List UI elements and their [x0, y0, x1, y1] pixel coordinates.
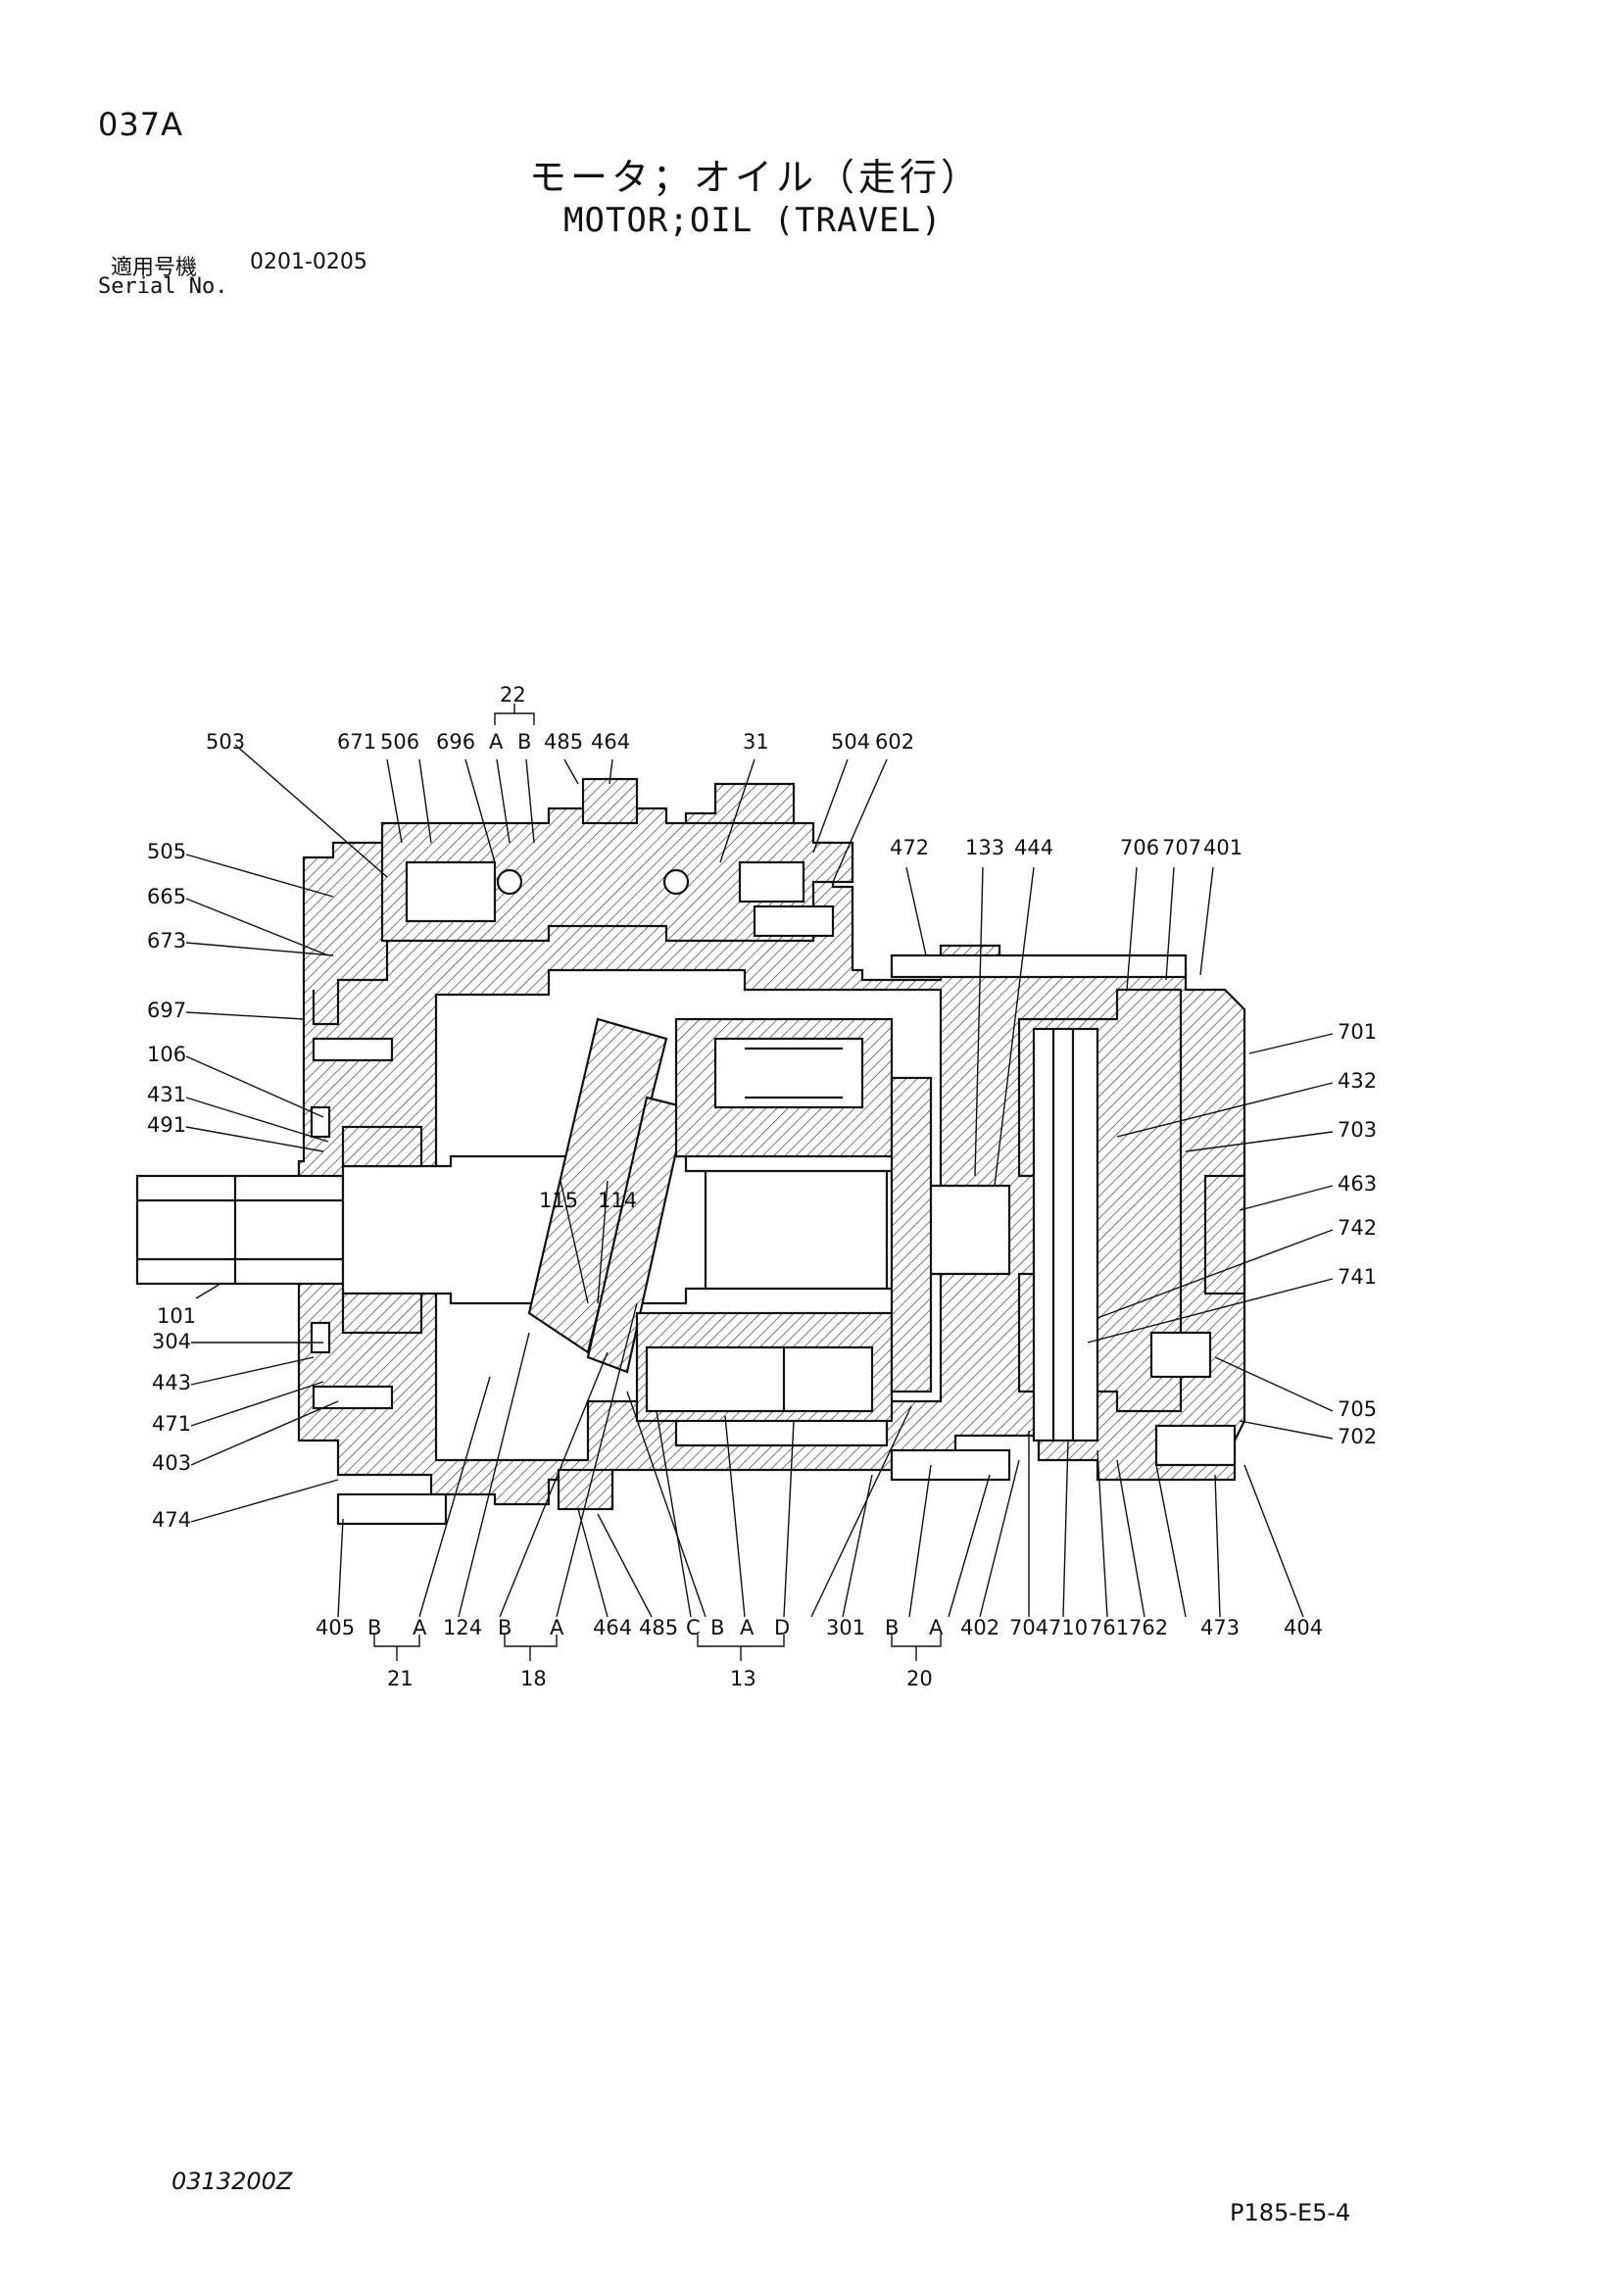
- output-shaft: [135, 1174, 345, 1286]
- piston-lower: [645, 1345, 874, 1413]
- callout-485-bottom: 485: [639, 1616, 678, 1639]
- callout-703: 703: [1338, 1118, 1377, 1142]
- bolt-left-upper: [312, 1037, 394, 1062]
- callout-401: 401: [1203, 836, 1243, 859]
- callout-304: 304: [152, 1330, 191, 1353]
- callout-697: 697: [147, 999, 186, 1022]
- valve-plate: [890, 1076, 933, 1393]
- callout-402: 402: [960, 1616, 999, 1639]
- callout-13-b: B: [710, 1616, 724, 1639]
- callout-463: 463: [1338, 1172, 1377, 1196]
- callout-701: 701: [1338, 1020, 1377, 1044]
- callout-405: 405: [316, 1616, 355, 1639]
- bolt-bottom-left: [336, 1492, 448, 1526]
- callout-464-bottom: 464: [593, 1616, 632, 1639]
- callout-20-b: B: [885, 1616, 899, 1639]
- callout-13-c: C: [686, 1616, 701, 1639]
- leader-lines: [185, 704, 1334, 1661]
- title-japanese: モータ；オイル（走行）: [529, 156, 983, 199]
- callout-602: 602: [875, 730, 914, 754]
- group-21: 21: [387, 1667, 414, 1690]
- relief-valve-right: [738, 860, 805, 904]
- group-18: 18: [520, 1667, 547, 1690]
- figure-code: P185-E5-4: [1230, 2199, 1351, 2226]
- callout-696: 696: [436, 730, 475, 754]
- callout-21-b: B: [367, 1616, 381, 1639]
- bolt-left-lower: [312, 1385, 394, 1410]
- callout-707: 707: [1162, 836, 1201, 859]
- callout-labels: 503 671 506 696 22 A B 485 464 31 504 60…: [147, 683, 1377, 1690]
- motor-drawing: [135, 777, 1246, 1526]
- callout-106: 106: [147, 1043, 186, 1066]
- callout-403: 403: [152, 1451, 191, 1475]
- callout-301: 301: [826, 1616, 865, 1639]
- callout-18-a: A: [550, 1616, 564, 1639]
- callout-705: 705: [1338, 1397, 1377, 1421]
- callout-114: 114: [598, 1189, 637, 1212]
- callout-21-a: A: [413, 1616, 427, 1639]
- serial-range: 0201-0205: [250, 250, 367, 274]
- callout-22-b: B: [517, 730, 531, 754]
- callout-706: 706: [1120, 836, 1159, 859]
- swash-plate: [527, 1017, 668, 1354]
- bolt-bottom-right: [1154, 1424, 1237, 1467]
- callout-474: 474: [152, 1508, 191, 1532]
- callout-18-b: B: [498, 1616, 512, 1639]
- bolt-bottom-mid: [890, 1448, 1011, 1482]
- callout-471: 471: [152, 1412, 191, 1436]
- callout-404: 404: [1284, 1616, 1323, 1639]
- brake-disc: [1032, 1027, 1099, 1442]
- callout-472: 472: [890, 836, 929, 859]
- callout-504: 504: [831, 730, 870, 754]
- callout-13-a: A: [740, 1616, 755, 1639]
- callout-704: 704: [1009, 1616, 1048, 1639]
- callout-710: 710: [1048, 1616, 1088, 1639]
- callout-22: 22: [500, 683, 526, 707]
- callout-20-a: A: [929, 1616, 944, 1639]
- callout-762: 762: [1129, 1616, 1168, 1639]
- callout-115: 115: [539, 1189, 578, 1212]
- callout-671: 671: [337, 730, 376, 754]
- page-code: 037A: [98, 106, 183, 143]
- callout-665: 665: [147, 885, 186, 908]
- group-13: 13: [730, 1667, 756, 1690]
- bolt-top-right: [890, 953, 1188, 979]
- callout-124: 124: [443, 1616, 482, 1639]
- callout-133: 133: [965, 836, 1004, 859]
- callout-432: 432: [1338, 1069, 1377, 1093]
- callout-485-top: 485: [544, 730, 583, 754]
- callout-506: 506: [380, 730, 419, 754]
- callout-13-d: D: [774, 1616, 790, 1639]
- callout-101: 101: [157, 1304, 196, 1328]
- callout-742: 742: [1338, 1216, 1377, 1240]
- group-20: 20: [906, 1667, 933, 1690]
- rear-cap: [1203, 1174, 1246, 1295]
- front-bearing: [341, 1125, 423, 1168]
- callout-491: 491: [147, 1113, 186, 1137]
- title-english: MOTOR;OIL (TRAVEL): [563, 201, 943, 240]
- document-code: 0313200Z: [171, 2168, 293, 2195]
- callout-503: 503: [206, 730, 245, 754]
- callout-431: 431: [147, 1083, 186, 1106]
- top-plug: [581, 777, 639, 825]
- serial-label-english: Serial No.: [98, 274, 228, 299]
- callout-31: 31: [743, 730, 769, 754]
- callout-443: 443: [152, 1371, 191, 1394]
- bottom-plug: [557, 1468, 614, 1511]
- piston-upper: [713, 1037, 864, 1109]
- brake-spring: [1149, 1331, 1212, 1379]
- callout-473: 473: [1200, 1616, 1240, 1639]
- callout-22-a: A: [489, 730, 504, 754]
- callout-673: 673: [147, 929, 186, 953]
- callout-702: 702: [1338, 1425, 1377, 1448]
- callout-741: 741: [1338, 1265, 1377, 1289]
- callout-464-top: 464: [591, 730, 630, 754]
- callout-444: 444: [1014, 836, 1053, 859]
- relief-valve-left: [405, 860, 497, 923]
- serial-label-japanese: 適用号機: [111, 256, 198, 280]
- callout-761: 761: [1090, 1616, 1129, 1639]
- callout-505: 505: [147, 840, 186, 863]
